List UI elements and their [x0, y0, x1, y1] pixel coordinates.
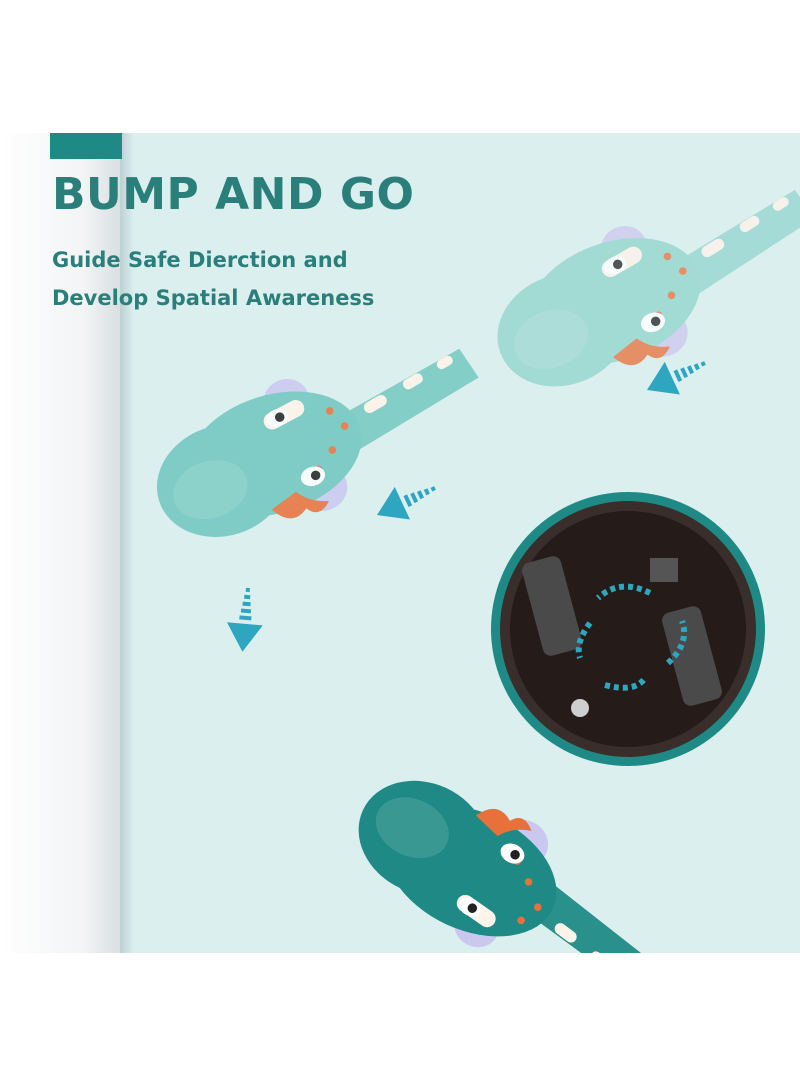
dinosaur-toy-bottom: [330, 754, 699, 953]
direction-arrow-middle: [369, 471, 443, 532]
white-wall: [0, 133, 120, 953]
subline-line-1: Guide Safe Dierction and: [52, 248, 348, 272]
dinosaur-toy-middle: [135, 321, 504, 560]
headline: BUMP AND GO: [52, 169, 415, 220]
accent-bar: [50, 133, 122, 159]
toy-illustration: [135, 162, 800, 953]
product-scene: BUMP AND GO Guide Safe Dierction and Dev…: [0, 133, 800, 953]
subline: Guide Safe Dierction and Develop Spatial…: [52, 241, 412, 317]
subline-line-2: Develop Spatial Awareness: [52, 286, 375, 310]
wheel-base: [491, 492, 765, 766]
direction-arrow-down: [224, 586, 266, 654]
dinosaur-toy-top: [473, 162, 800, 410]
wall-shadow: [120, 133, 134, 953]
